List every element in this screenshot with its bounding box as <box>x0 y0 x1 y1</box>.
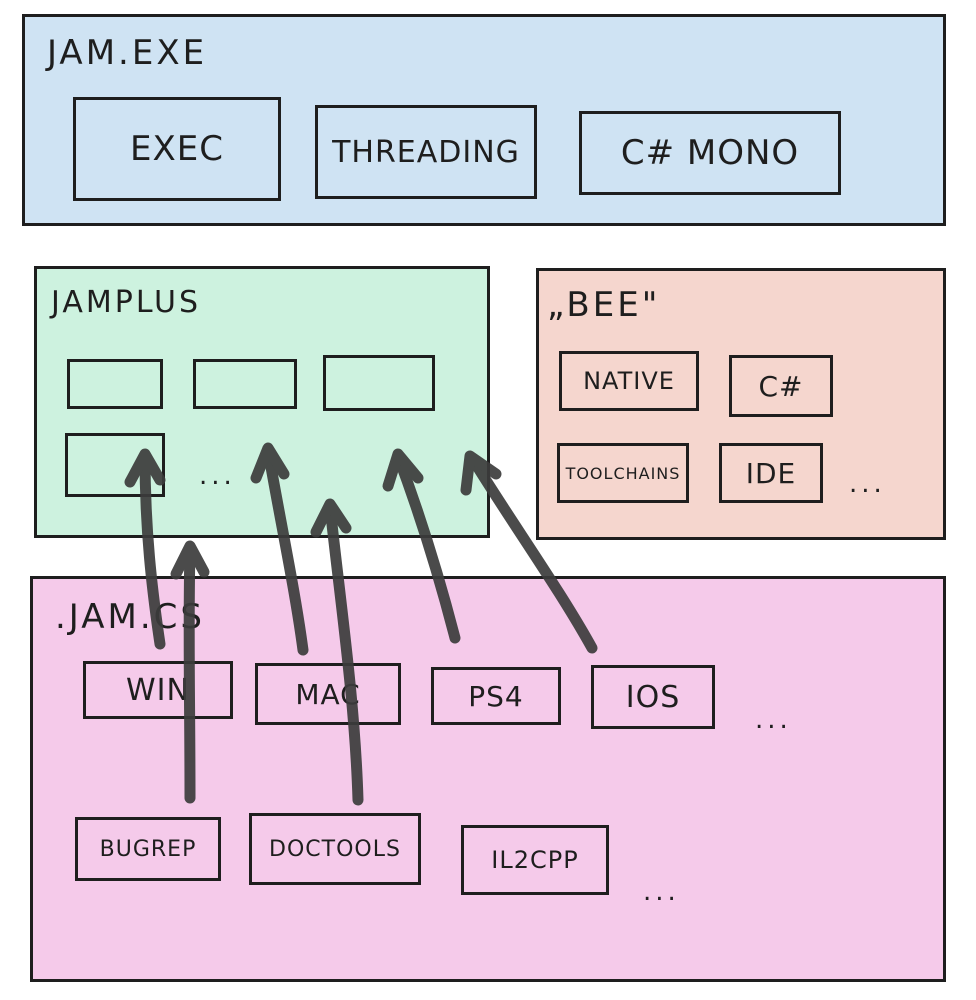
mac-box: MAC <box>255 663 401 725</box>
jam-exe-title: JAM.EXE <box>47 33 208 73</box>
bugrep-box: BUGREP <box>75 817 221 881</box>
native-box: NATIVE <box>559 351 699 411</box>
ide-box: IDE <box>719 443 823 503</box>
jam-cs-title: .JAM.CS <box>55 597 205 637</box>
threading-box: THREADING <box>315 105 537 199</box>
tool-ellipsis: ... <box>643 877 680 907</box>
jamplus-module-box-2 <box>193 359 297 409</box>
jamplus-module-box-3 <box>323 355 435 411</box>
ios-box: IOS <box>591 665 715 729</box>
exec-box: EXEC <box>73 97 281 201</box>
bee-ellipsis: ... <box>849 469 886 499</box>
jamplus-title: JAMPLUS <box>51 285 202 320</box>
toolchains-box: TOOLCHAINS <box>557 443 689 503</box>
ps4-box: PS4 <box>431 667 561 725</box>
csharp-mono-box: C# MONO <box>579 111 841 195</box>
il2cpp-box: IL2CPP <box>461 825 609 895</box>
platform-ellipsis: ... <box>755 705 792 735</box>
csharp-box: C# <box>729 355 833 417</box>
bee-title: „BEE" <box>547 285 661 325</box>
jamplus-ellipsis: ... <box>199 461 236 491</box>
jamplus-module-box-1 <box>67 359 163 409</box>
win-box: WIN <box>83 661 233 719</box>
bee-panel: „BEE" NATIVE C# TOOLCHAINS IDE ... <box>536 268 946 540</box>
jamplus-panel: JAMPLUS ... <box>34 266 490 538</box>
arrowhead-bugrep <box>170 540 210 580</box>
jam-exe-panel: JAM.EXE EXEC THREADING C# MONO <box>22 14 946 226</box>
jamplus-module-box-4 <box>65 433 165 497</box>
jam-cs-panel: .JAM.CS WIN MAC PS4 IOS ... BUGREP DOCTO… <box>30 576 946 982</box>
doctools-box: DOCTOOLS <box>249 813 421 885</box>
